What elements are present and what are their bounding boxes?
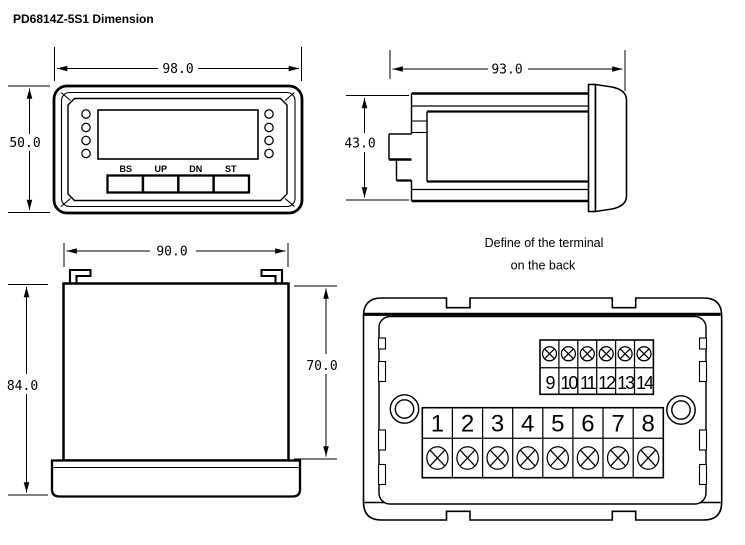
led-indicator [264,122,274,133]
side-depth-label: 93.0 [491,63,522,78]
terminal-number: 2 [461,411,474,438]
back-edge-notches-left [377,337,387,486]
mounting-clip-right [260,268,284,284]
back-caption-line2: on the back [511,259,576,273]
side-height-label: 43.0 [344,137,375,152]
display-window [97,109,259,160]
mount-hole-right [666,395,696,425]
front-panel [67,97,288,202]
led-indicator [81,109,91,119]
back-view: Define of the terminal on the back [362,236,723,521]
led-indicator [264,135,274,146]
terminal-number: 7 [611,411,624,438]
top-width-dimension: 90.0 [63,243,289,267]
terminal-number: 4 [521,411,534,438]
terminal-block-upper: 9 10 11 12 13 14 [539,339,656,396]
front-width-dimension: 98.0 [54,47,302,81]
terminal-number: 13 [617,373,635,393]
mount-hole-left [389,394,420,424]
top-view: 90.0 84.0 70.0 [7,243,338,498]
top-bezel [50,459,302,498]
side-bezel [594,83,628,213]
led-indicator [264,148,274,159]
terminal-numbers-lower: 1 2 3 4 5 6 7 8 [431,411,655,438]
back-edge-notches-right [698,337,708,486]
button-label-st: ST [225,164,237,174]
led-indicator [81,148,91,159]
front-height-label: 50.0 [9,136,40,151]
side-body-profile [388,83,628,213]
terminal-number: 12 [598,373,616,393]
side-flange [587,83,597,213]
terminal-number: 1 [431,411,444,438]
front-view: 98.0 50.0 [8,47,304,215]
page-title: PD6814Z-5S1 Dimension [13,12,154,26]
button-label-dn: DN [189,164,202,174]
button-label-bs: BS [120,164,133,174]
terminal-number: 11 [580,373,597,393]
terminal-number: 3 [491,411,504,438]
side-terminal-protrusion [388,133,413,201]
terminal-screws-upper [541,346,652,362]
front-height-dimension: 50.0 [8,85,50,213]
terminal-numbers-upper: 9 10 11 12 13 14 [545,373,656,393]
led-column-left [81,109,91,159]
led-indicator [264,109,274,119]
terminal-number: 14 [636,373,654,393]
led-indicator [81,135,91,146]
side-view: 93.0 43.0 [344,50,628,213]
terminal-screws-lower [426,446,660,470]
button-row [106,174,251,194]
terminal-block-lower: 1 2 3 4 5 6 7 8 [421,406,665,479]
terminal-number: 5 [551,411,564,438]
button-label-up: UP [155,164,168,174]
top-body-height-label: 70.0 [306,359,337,374]
top-total-height-dimension: 84.0 [7,284,48,496]
top-width-label: 90.0 [156,245,187,260]
side-depth-dimension: 93.0 [389,50,626,91]
front-bezel-inner-line [60,91,296,208]
back-caption-line1: Define of the terminal [485,236,604,250]
front-width-label: 98.0 [162,62,193,77]
terminal-number: 10 [560,373,578,393]
mounting-clip-left [68,268,92,284]
side-height-dimension: 43.0 [344,95,409,201]
led-indicator [81,122,91,133]
top-total-height-label: 84.0 [7,379,38,394]
terminal-number: 8 [642,411,655,438]
terminal-number: 6 [581,411,594,438]
led-column-right [264,109,274,159]
top-body-height-dimension: 70.0 [294,285,338,460]
top-body [62,282,290,462]
